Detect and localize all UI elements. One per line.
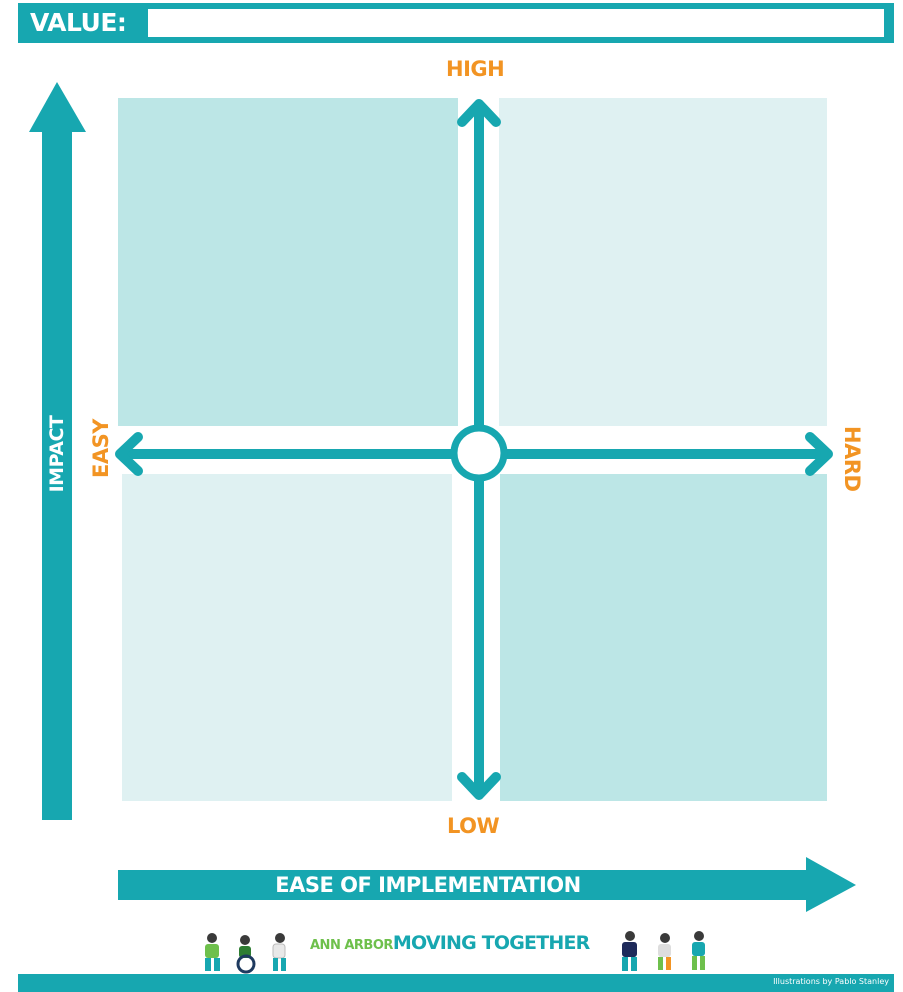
logo-name: MOVING TOGETHER bbox=[392, 932, 590, 954]
center-circle-icon bbox=[450, 424, 508, 482]
illustration-credit: Illustrations by Pablo Stanley bbox=[773, 977, 889, 986]
ease-of-implementation-label: EASE OF IMPLEMENTATION bbox=[275, 873, 581, 897]
impact-arrow bbox=[29, 82, 86, 820]
crosshair-arrows bbox=[115, 99, 833, 800]
high-label: HIGH bbox=[446, 57, 505, 81]
impact-label: IMPACT bbox=[46, 415, 68, 493]
quadrant-bottom-left bbox=[122, 474, 452, 801]
easy-label: EASY bbox=[89, 419, 113, 478]
people-illustration-right bbox=[622, 931, 705, 971]
ease-arrow bbox=[118, 857, 856, 912]
hard-label: HARD bbox=[840, 426, 864, 492]
quadrant-top-right bbox=[499, 98, 827, 426]
value-label: VALUE: bbox=[30, 8, 127, 37]
quadrant-top-left bbox=[118, 98, 458, 426]
ann-arbor-moving-together-logo: ANN ARBORMOVING TOGETHER bbox=[310, 932, 590, 962]
value-input[interactable] bbox=[148, 9, 884, 37]
quadrant-bottom-right bbox=[500, 474, 827, 801]
people-illustration-left bbox=[205, 933, 286, 974]
logo-prefix: ANN ARBOR bbox=[310, 938, 393, 953]
low-label: LOW bbox=[447, 814, 500, 838]
footer-bar bbox=[18, 974, 894, 992]
